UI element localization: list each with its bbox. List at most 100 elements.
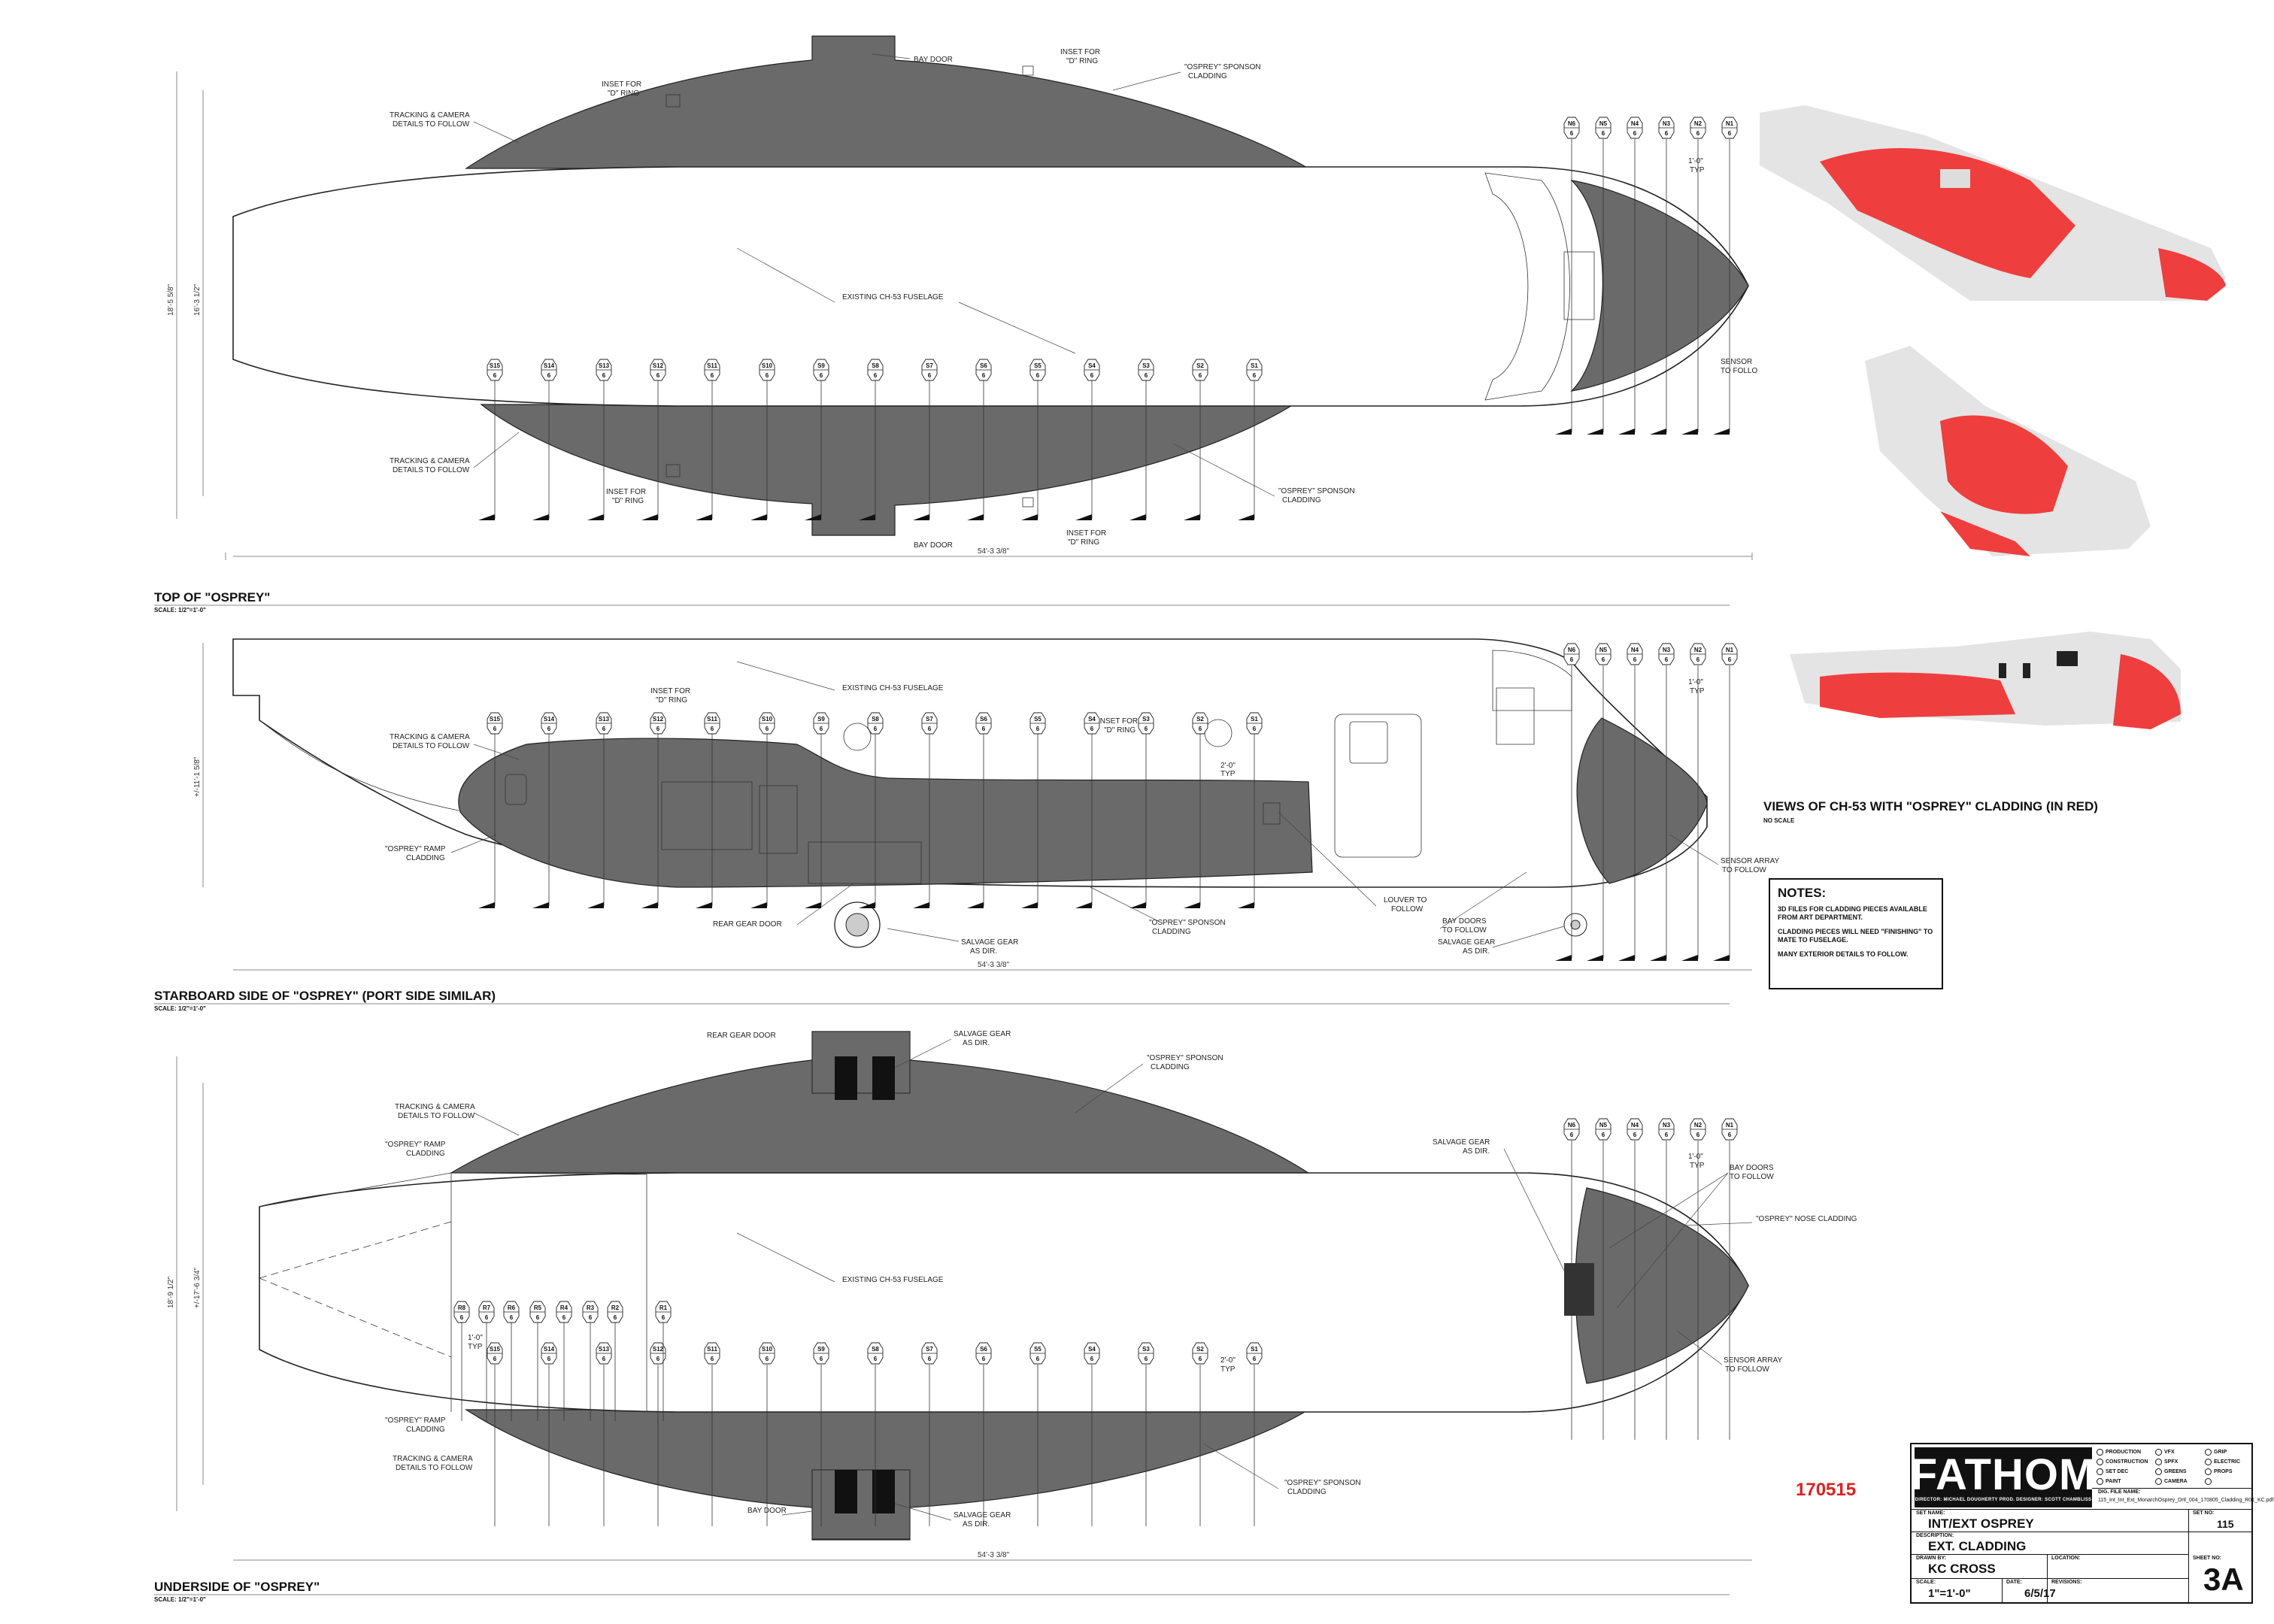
- under-station-marks-s: S156S146S136S126S116S106S96S86S76S66S56S…: [487, 1342, 1263, 1526]
- svg-text:DETAILS TO FOLLOW: DETAILS TO FOLLOW: [393, 466, 470, 474]
- check-greens[interactable]: GREENS: [2155, 1468, 2187, 1475]
- station-sub: 6: [1036, 1356, 1040, 1362]
- svg-text:AS DIR.: AS DIR.: [970, 947, 997, 956]
- station-sub: 6: [1570, 130, 1574, 137]
- check-set-dec[interactable]: SET DEC: [2097, 1468, 2128, 1475]
- station-sub: 6: [766, 726, 769, 732]
- station-sub: 6: [1145, 372, 1148, 379]
- station-marker: S76: [913, 712, 938, 908]
- svg-text:INSET FOR: INSET FOR: [602, 80, 641, 89]
- svg-text:INSET FOR: INSET FOR: [1060, 48, 1100, 56]
- station-label: S5: [1034, 362, 1041, 369]
- check-electric[interactable]: ELECTRIC: [2205, 1459, 2240, 1465]
- render-top-angle: [1760, 105, 2226, 301]
- check-spfx[interactable]: SPFX: [2155, 1459, 2178, 1465]
- check-grip[interactable]: GRIP: [2205, 1449, 2227, 1456]
- underside-view: 18'-9 1/2" +/-17'-6 3/4" 54'-3 3/8" REAR…: [154, 1030, 1857, 1603]
- drawn-by: KC CROSS: [1928, 1562, 1996, 1576]
- under-length-dim: 54'-3 3/8": [978, 1551, 1010, 1559]
- check-camera[interactable]: CAMERA: [2155, 1478, 2188, 1485]
- station-label: S7: [926, 716, 933, 723]
- station-sub: 6: [874, 726, 878, 732]
- station-sub: 6: [928, 372, 932, 379]
- station-label: R7: [483, 1304, 491, 1311]
- station-marker: N66: [1555, 643, 1580, 961]
- notes-heading: NOTES:: [1778, 886, 1827, 900]
- check-production[interactable]: PRODUCTION: [2097, 1449, 2141, 1456]
- station-marker: S86: [867, 1342, 884, 1526]
- svg-text:AS DIR.: AS DIR.: [1463, 1147, 1490, 1156]
- side-view-title: STARBOARD SIDE OF "OSPREY" (PORT SIDE SI…: [154, 989, 496, 1003]
- check-props[interactable]: PROPS: [2205, 1468, 2233, 1475]
- svg-text:2'-0": 2'-0": [1220, 762, 1236, 770]
- station-sub: 6: [766, 372, 769, 379]
- station-label: S4: [1088, 362, 1096, 369]
- check-vfx[interactable]: VFX: [2155, 1449, 2175, 1456]
- station-label: S13: [599, 716, 610, 723]
- svg-text:TO FOLLO: TO FOLLO: [1721, 367, 1757, 375]
- station-marker: N26: [1690, 1118, 1706, 1440]
- station-marker: S86: [859, 359, 884, 520]
- station-label: S5: [1034, 1346, 1041, 1353]
- station-sub: 6: [656, 726, 660, 732]
- station-label: S1: [1251, 362, 1258, 369]
- svg-text:REAR GEAR DOOR: REAR GEAR DOOR: [707, 1032, 776, 1040]
- station-label: S11: [707, 1346, 717, 1353]
- station-label: R8: [458, 1304, 466, 1311]
- svg-text:AS DIR.: AS DIR.: [963, 1520, 990, 1529]
- station-marker: S36: [1129, 712, 1154, 908]
- station-label: S15: [490, 716, 501, 723]
- station-marker: N66: [1563, 1118, 1580, 1440]
- station-label: N5: [1599, 1122, 1608, 1129]
- svg-text:DETAILS TO FOLLOW: DETAILS TO FOLLOW: [393, 742, 470, 750]
- svg-text:1'-0": 1'-0": [1688, 157, 1703, 165]
- station-label: R6: [508, 1304, 516, 1311]
- title-block: FATHOM DIRECTOR: MICHAEL DOUGHERTY PROD.…: [1910, 1443, 2273, 1604]
- station-label: N1: [1726, 120, 1734, 127]
- station-marker: N26: [1681, 117, 1706, 435]
- under-fuselage-label: EXISTING CH-53 FUSELAGE: [842, 1276, 944, 1284]
- station-sub: 6: [766, 1356, 769, 1362]
- check-construction[interactable]: CONSTRUCTION: [2097, 1459, 2148, 1465]
- station-label: S4: [1088, 1346, 1096, 1353]
- station-marker: R86: [453, 1301, 470, 1421]
- station-marker: N16: [1713, 117, 1738, 435]
- station-sub: 6: [1090, 1356, 1094, 1362]
- station-marker: S16: [1238, 712, 1263, 908]
- station-marker: R66: [503, 1301, 520, 1421]
- side-sponson: [458, 738, 1313, 888]
- station-label: S6: [980, 362, 987, 369]
- station-label: S12: [653, 716, 664, 723]
- station-label: N5: [1599, 120, 1608, 127]
- renders-scale: NO SCALE: [1763, 817, 1795, 824]
- station-sub: 6: [1633, 130, 1637, 137]
- station-marker: R16: [655, 1301, 672, 1421]
- check-paint[interactable]: PAINT: [2097, 1478, 2121, 1485]
- station-sub: 6: [493, 372, 497, 379]
- svg-text:SENSOR: SENSOR: [1721, 358, 1752, 366]
- svg-text:1'-0": 1'-0": [1688, 678, 1703, 686]
- svg-text:CLADDING: CLADDING: [1282, 496, 1321, 504]
- station-sub: 6: [614, 1314, 617, 1321]
- render-views: VIEWS OF CH-53 WITH "OSPREY" CLADDING (I…: [1760, 105, 2226, 824]
- description: EXT. CLADDING: [1928, 1539, 2027, 1553]
- station-label: S14: [544, 362, 555, 369]
- station-sub: 6: [493, 726, 497, 732]
- side-view: +/-11'-1 5/8" 54'-3 3/8" EXISTING CH-53 …: [154, 638, 1779, 1012]
- station-sub: 6: [1696, 656, 1700, 663]
- station-sub: 6: [711, 1356, 714, 1362]
- station-sub: 6: [1199, 372, 1202, 379]
- station-label: S12: [653, 1346, 664, 1353]
- station-label: S12: [653, 362, 664, 369]
- render-quarter-angle: [1865, 346, 2151, 556]
- top-length-dim: 54'-3 3/8": [978, 547, 1010, 556]
- station-label: S14: [544, 1346, 555, 1353]
- station-marker: R36: [582, 1301, 599, 1421]
